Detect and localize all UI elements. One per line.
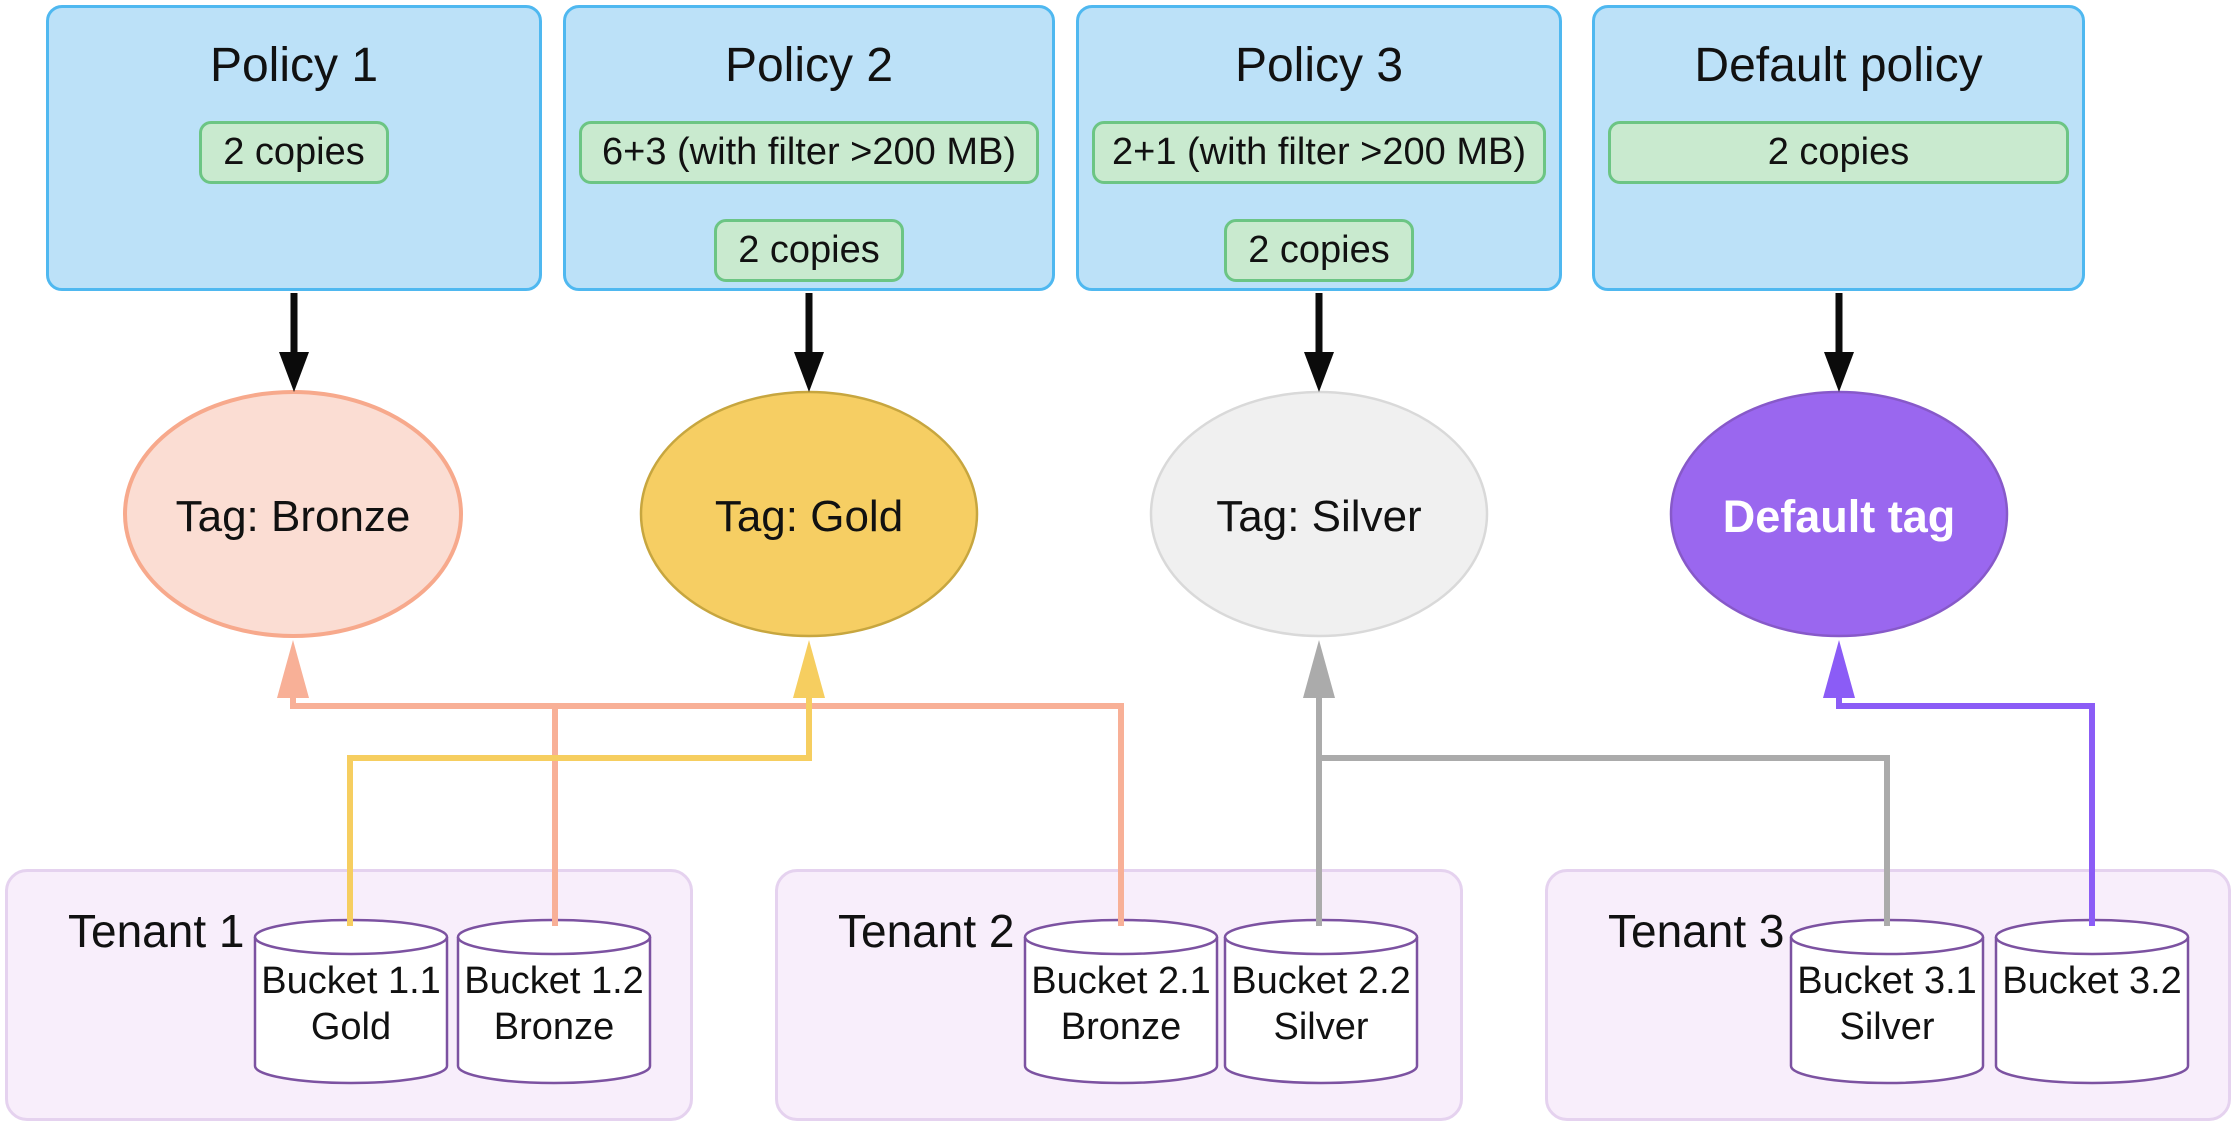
arrowhead-bronze — [277, 640, 309, 698]
rule-badge: 2+1 (with filter >200 MB) — [1092, 121, 1546, 184]
bucket-tag: Bronze — [493, 1006, 615, 1048]
bucket-tag: Silver — [1839, 1006, 1935, 1048]
policy-title: Policy 1 — [209, 39, 379, 92]
bucket-label-1-1: Bucket 1.1 Gold — [255, 958, 447, 1078]
arrow-policy1-to-bronze — [279, 293, 309, 392]
arrow-policy2-to-gold — [794, 293, 824, 392]
bucket-tag: Gold — [310, 1006, 392, 1048]
arrow-policy3-to-silver — [1304, 293, 1334, 392]
tag-label-gold: Tag: Gold — [714, 492, 904, 541]
tenant-label: Tenant 3 — [1608, 905, 1785, 957]
arrowhead-default — [1823, 640, 1855, 698]
bucket-label-1-2: Bucket 1.2 Bronze — [458, 958, 650, 1078]
rule-badge: 2 copies — [199, 121, 389, 184]
arrowhead-gold — [793, 640, 825, 698]
policy-box-3: Policy 3 2+1 (with filter >200 MB) 2 cop… — [1076, 5, 1562, 291]
bucket-name: Bucket 2.1 — [1031, 960, 1211, 1002]
arrow-default-policy-to-default-tag — [1824, 293, 1854, 392]
policy-title: Default policy — [1694, 39, 1983, 92]
tag-label-bronze: Tag: Bronze — [175, 492, 411, 541]
bucket-name: Bucket 2.2 — [1231, 960, 1411, 1002]
bucket-label-3-1: Bucket 3.1 Silver — [1791, 958, 1983, 1078]
bucket-label-2-1: Bucket 2.1 Bronze — [1025, 958, 1217, 1078]
bucket-label-3-2: Bucket 3.2 — [1996, 958, 2188, 1078]
bucket-name: Bucket 1.1 — [261, 960, 441, 1002]
tag-label-silver: Tag: Silver — [1216, 492, 1422, 541]
tenant-label: Tenant 1 — [68, 905, 245, 957]
rule-badge: 6+3 (with filter >200 MB) — [579, 121, 1039, 184]
rule-badge: 2 copies — [1224, 219, 1414, 282]
bucket-name: Bucket 1.2 — [464, 960, 644, 1002]
rule-badge: 2 copies — [714, 219, 904, 282]
policy-box-2: Policy 2 6+3 (with filter >200 MB) 2 cop… — [563, 5, 1055, 291]
policy-box-1: Policy 1 2 copies — [46, 5, 542, 291]
tenant-label: Tenant 2 — [838, 905, 1015, 957]
bucket-label-2-2: Bucket 2.2 Silver — [1225, 958, 1417, 1078]
bucket-tag: Silver — [1273, 1006, 1369, 1048]
policy-title: Policy 3 — [1234, 39, 1404, 92]
policy-title: Policy 2 — [724, 39, 894, 92]
arrowhead-silver — [1303, 640, 1335, 698]
rule-badge: 2 copies — [1608, 121, 2069, 184]
bucket-name: Bucket 3.2 — [2002, 960, 2182, 1002]
policy-box-default: Default policy 2 copies — [1592, 5, 2085, 291]
tag-label-default: Default tag — [1722, 491, 1956, 542]
bucket-tag: Bronze — [1060, 1006, 1182, 1048]
bucket-name: Bucket 3.1 — [1797, 960, 1977, 1002]
